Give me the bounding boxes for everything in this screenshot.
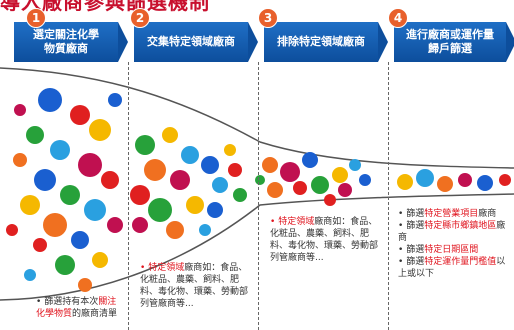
ball (397, 174, 413, 190)
funnel-top-edge (0, 67, 514, 169)
step-3-header: 排除特定領域廠商 (264, 22, 378, 62)
ball (255, 175, 265, 185)
ball (89, 119, 111, 141)
ball (144, 159, 166, 181)
ball (324, 194, 336, 206)
step-3-number: 3 (258, 8, 278, 28)
ball (34, 169, 56, 191)
ball (233, 188, 247, 202)
ball (71, 231, 89, 249)
step-1-note: • 篩選持有本次關注化學物質的廠商清單 (36, 297, 118, 319)
ball (267, 182, 283, 198)
ball (92, 252, 108, 268)
ball (280, 162, 300, 182)
ball (416, 169, 434, 187)
step-4-note-3: • 篩選特定日期區間 (398, 245, 479, 255)
ball (130, 185, 150, 205)
ball (20, 195, 40, 215)
ball (14, 104, 26, 116)
ball (26, 126, 44, 144)
ball (201, 156, 219, 174)
divider-3 (388, 62, 389, 330)
step-4-arrow (506, 22, 514, 62)
ball (437, 176, 453, 192)
step-2-number: 2 (130, 8, 150, 28)
ball (50, 140, 70, 160)
ball (43, 213, 67, 237)
ball (311, 176, 329, 194)
ball (13, 153, 27, 167)
ball (55, 255, 75, 275)
step-3-arrow (378, 22, 388, 62)
ball (38, 88, 62, 112)
step-4-note-1: • 篩選特定營業項目廠商 (398, 209, 497, 219)
step-2-arrow (248, 22, 258, 62)
ball (60, 185, 80, 205)
ball (499, 174, 511, 186)
step-4-line2: 歸戶篩選 (428, 42, 472, 55)
ball (186, 196, 204, 214)
ball (148, 198, 172, 222)
ball (6, 224, 18, 236)
ball (332, 167, 348, 183)
step-1-arrow (118, 22, 128, 62)
ball (107, 217, 123, 233)
ball (78, 153, 102, 177)
step-2-note: • 特定領域廠商如：食品、化粧品、農藥、飼料、肥料、毒化物、環藥、勞動部列管廠商… (140, 263, 249, 309)
step-1-header: 選定關注化學物質廠商 (14, 22, 118, 62)
step-4-number: 4 (388, 8, 408, 28)
divider-2 (258, 62, 259, 330)
balls-group (6, 88, 511, 292)
ball (228, 163, 242, 177)
ball (78, 278, 92, 292)
step-4-note-4: • 篩選特定運作量門檻值以上或以下 (398, 257, 506, 279)
ball (108, 93, 122, 107)
ball (224, 144, 236, 156)
ball (349, 159, 361, 171)
ball (162, 127, 178, 143)
ball (293, 181, 307, 195)
ball (132, 217, 148, 233)
step-4-note-2: • 篩選特定縣市鄉鎮地區廠商 (398, 221, 506, 243)
step-4-header: 進行廠商或運作量歸戶篩選 (394, 22, 506, 62)
ball (84, 199, 106, 221)
ball (166, 221, 184, 239)
step-3-note: • 特定領域廠商如：食品、化粧品、農藥、飼料、肥料、毒化物、環藥、勞動部列管廠商… (270, 217, 379, 263)
step-1-line2: 物質廠商 (44, 42, 88, 55)
ball (70, 105, 90, 125)
ball (135, 135, 155, 155)
step-1-line1: 選定關注化學 (33, 28, 99, 41)
step-2-line1: 交集特定領域廠商 (147, 35, 235, 48)
step-2-header: 交集特定領域廠商 (134, 22, 248, 62)
step-1-number: 1 (26, 8, 46, 28)
ball (262, 157, 278, 173)
ball (33, 238, 47, 252)
ball (207, 202, 223, 218)
ball (458, 173, 472, 187)
ball (212, 177, 228, 193)
step-4-notes: • 篩選特定營業項目廠商 • 篩選特定縣市鄉鎮地區廠商 • 篩選特定日期區間 •… (398, 208, 512, 280)
ball (101, 171, 119, 189)
step-3-line1: 排除特定領域廠商 (277, 35, 365, 48)
step-4-line1: 進行廠商或運作量 (406, 28, 494, 41)
divider-1 (128, 62, 129, 330)
diagram-title: 導入廠商參與篩選機制 (0, 0, 210, 14)
ball (338, 183, 352, 197)
ball (359, 174, 371, 186)
ball (24, 269, 36, 281)
ball (170, 170, 190, 190)
ball (302, 152, 318, 168)
ball (181, 146, 199, 164)
ball (199, 224, 211, 236)
ball (477, 175, 493, 191)
